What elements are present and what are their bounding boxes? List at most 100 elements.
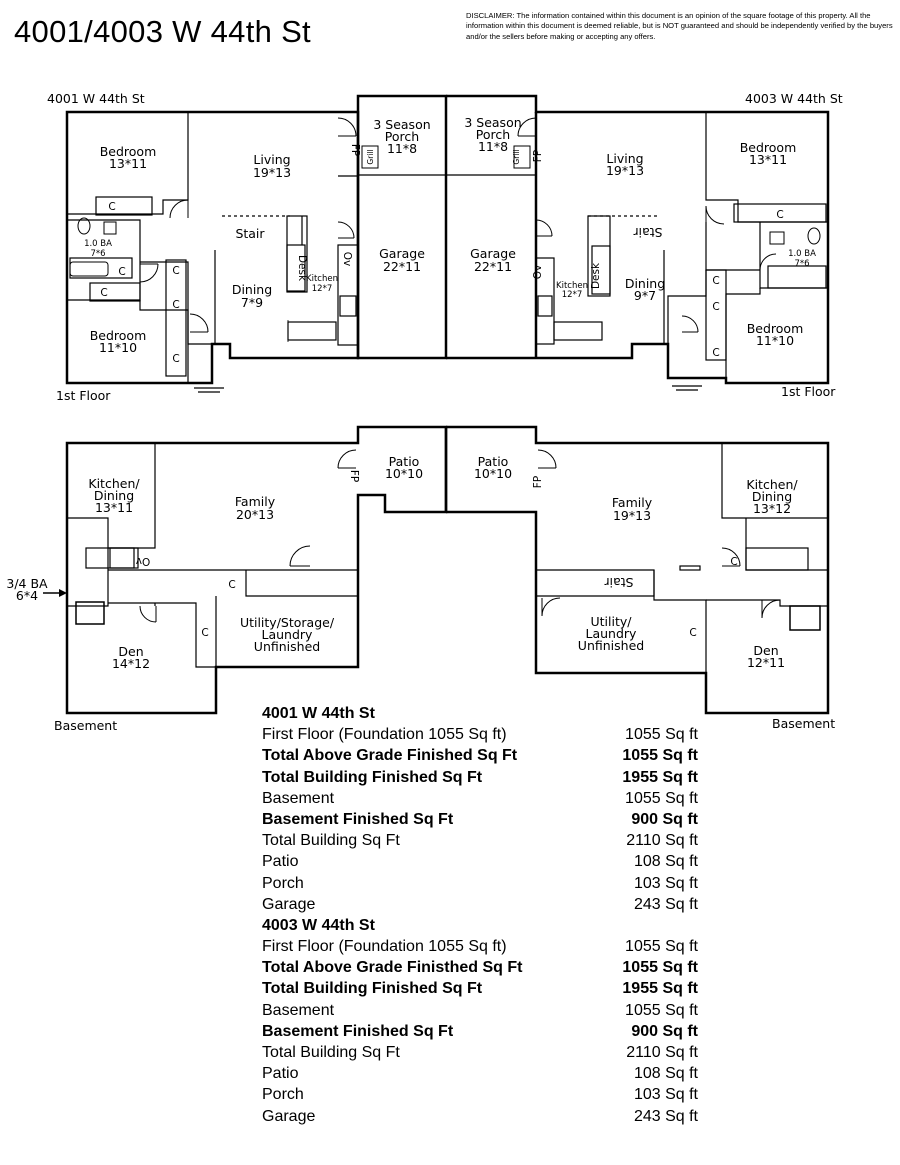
room-utility: Laundry bbox=[586, 626, 638, 641]
fireplace-label: FP bbox=[532, 150, 544, 162]
room-patio: Patio bbox=[389, 454, 420, 469]
room-dimension: 11*10 bbox=[756, 333, 794, 348]
closet-label: C bbox=[776, 209, 783, 221]
room-kitchen-dining: Kitchen/ bbox=[746, 477, 798, 492]
grill-label: Grill bbox=[366, 149, 375, 164]
closet-label: C bbox=[730, 556, 737, 568]
room-living: Living bbox=[606, 151, 643, 166]
room-garage: Garage bbox=[379, 246, 425, 261]
room-kitchen-dining: Dining bbox=[94, 488, 134, 503]
room-utility: Utility/ bbox=[591, 614, 633, 629]
stat-label: Basement bbox=[262, 789, 335, 807]
stat-label: Total Above Grade Finisthed Sq Ft bbox=[262, 959, 523, 977]
room-dimension: 13*11 bbox=[95, 500, 133, 515]
stat-label: Total Building Finished Sq Ft bbox=[262, 980, 483, 998]
room-bedroom: Bedroom bbox=[90, 328, 147, 343]
stat-row: First Floor (Foundation 1055 Sq ft) 1055 … bbox=[262, 936, 702, 957]
desk-label: Desk bbox=[296, 255, 308, 282]
room-bedroom: Bedroom bbox=[100, 144, 157, 159]
basement-left-walls bbox=[65, 425, 448, 715]
square-footage-table: 4001 W 44th St First Floor (Foundation 1… bbox=[262, 703, 702, 1127]
room-dimension: 13*12 bbox=[753, 501, 791, 516]
room-dimension: 6*4 bbox=[16, 588, 38, 603]
unit-left-label: 4001 W 44th St bbox=[47, 91, 145, 106]
stat-label: Garage bbox=[262, 895, 316, 913]
room-bath: 1.0 BA bbox=[788, 249, 816, 259]
closet-label: C bbox=[100, 287, 107, 299]
desk-label: Desk bbox=[590, 262, 602, 289]
room-utility: Unfinished bbox=[578, 638, 644, 653]
stat-row: Basement 1055 Sq ft bbox=[262, 788, 702, 809]
room-dining: Dining bbox=[232, 282, 272, 297]
stat-row: Total Building Finished Sq Ft 1955 Sq ft bbox=[262, 978, 702, 999]
stat-value: 108 Sq ft bbox=[633, 1065, 698, 1083]
bath-pointer-arrowhead bbox=[59, 589, 67, 597]
room-dimension: 13*11 bbox=[109, 156, 147, 171]
floor-plan-drawing: 4001 W 44th St 4003 W 44th St 1st Floor … bbox=[6, 91, 842, 733]
stat-label: Total Building Finished Sq Ft bbox=[262, 768, 483, 786]
room-kitchen-dining: Kitchen/ bbox=[88, 476, 140, 491]
closet-label: C bbox=[118, 266, 125, 278]
closet-label: C bbox=[712, 301, 719, 313]
page-title: 4001/4003 W 44th St bbox=[14, 14, 311, 49]
stat-label: Total Building Sq Ft bbox=[262, 832, 400, 850]
stat-label: First Floor (Foundation 1055 Sq ft) bbox=[262, 938, 507, 956]
fireplace-label: FP bbox=[532, 476, 544, 488]
closet-label: C bbox=[712, 347, 719, 359]
room-bedroom: Bedroom bbox=[747, 321, 804, 336]
room-utility: Unfinished bbox=[254, 639, 320, 654]
oven-label: Ov bbox=[136, 555, 150, 567]
room-dimension: 19*13 bbox=[253, 165, 291, 180]
closet-label: C bbox=[172, 299, 179, 311]
stat-value: 1055 Sq ft bbox=[622, 747, 698, 765]
room-dimension: 22*11 bbox=[474, 259, 512, 274]
room-dimension: 9*7 bbox=[634, 288, 656, 303]
stat-row: Total Above Grade Finisthed Sq Ft 1055 Sq… bbox=[262, 957, 702, 978]
stat-value: 1055 Sq ft bbox=[625, 938, 698, 956]
disclaimer-text: DISCLAIMER: The information contained wi… bbox=[466, 11, 893, 41]
room-dimension: 12*7 bbox=[312, 284, 332, 294]
fireplace-label: FP bbox=[349, 144, 361, 156]
room-porch: 3 Season bbox=[464, 115, 521, 130]
stat-value: 1055 Sq ft bbox=[625, 1001, 698, 1019]
basement-right-label: Basement bbox=[772, 716, 835, 731]
room-kitchen: Kitchen bbox=[556, 281, 588, 291]
room-den: Den bbox=[118, 644, 143, 659]
closet-label: C bbox=[689, 627, 696, 639]
room-porch: 3 Season bbox=[373, 117, 430, 132]
basement-right-walls bbox=[446, 425, 830, 715]
room-dimension: 22*11 bbox=[383, 259, 421, 274]
room-bedroom: Bedroom bbox=[740, 140, 797, 155]
room-dimension: 20*13 bbox=[236, 507, 274, 522]
room-dimension: 19*13 bbox=[613, 508, 651, 523]
room-dimension: 19*13 bbox=[606, 163, 644, 178]
room-dimension: 10*10 bbox=[474, 466, 512, 481]
stat-label: Garage bbox=[262, 1107, 316, 1125]
closet-label: C bbox=[108, 201, 115, 213]
room-living: Living bbox=[253, 152, 290, 167]
unit-heading: 4003 W 44th St bbox=[262, 916, 375, 934]
stat-value: 1955 Sq ft bbox=[622, 980, 698, 998]
room-dimension: 10*10 bbox=[385, 466, 423, 481]
stat-value: 103 Sq ft bbox=[633, 874, 698, 892]
stat-value: 1055 Sq ft bbox=[625, 726, 698, 744]
stat-label: Total Building Sq Ft bbox=[262, 1044, 400, 1061]
closet-label: C bbox=[228, 579, 235, 591]
room-dimension: 13*11 bbox=[749, 152, 787, 167]
first-floor-right-walls bbox=[446, 94, 830, 391]
closet-label: C bbox=[712, 275, 719, 287]
room-dimension: 11*10 bbox=[99, 340, 137, 355]
fireplace-label: FP bbox=[348, 470, 360, 482]
stat-value: 1055 Sq ft bbox=[622, 959, 698, 977]
stat-value: 1055 Sq ft bbox=[625, 789, 698, 807]
